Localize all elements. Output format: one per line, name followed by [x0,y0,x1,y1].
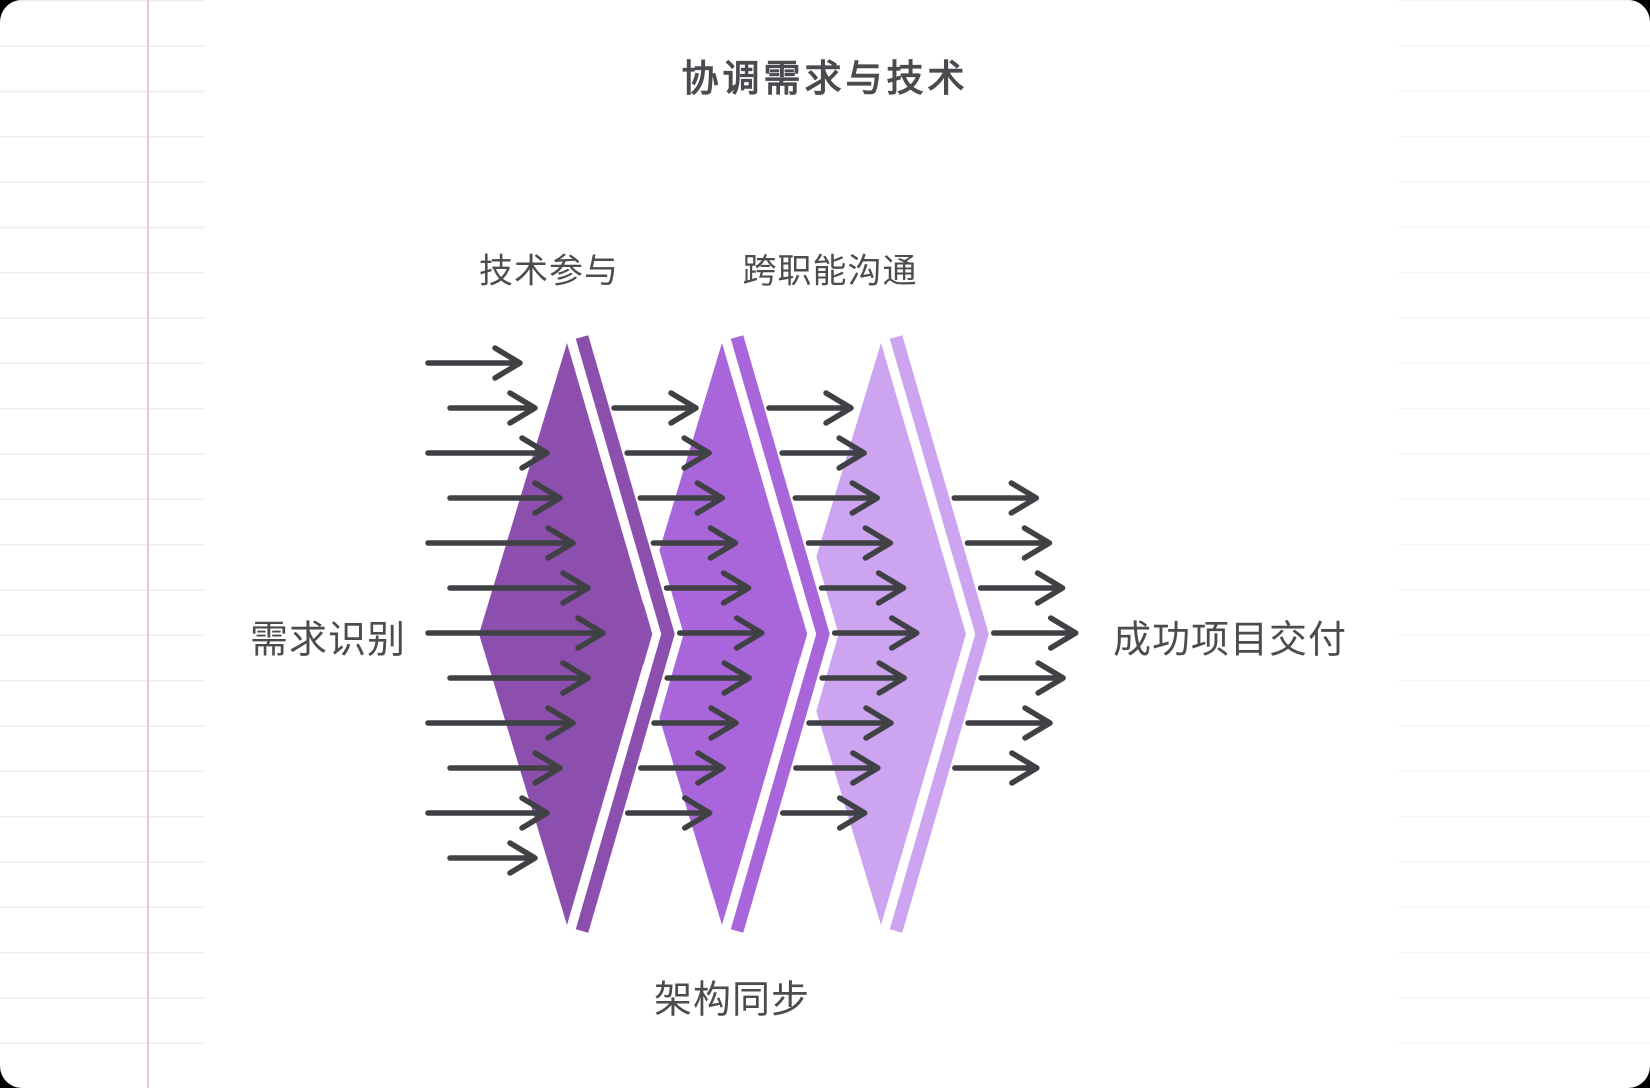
transfer-arrow [637,480,726,516]
flow-arrows [425,345,1079,876]
transfer-arrow [650,525,739,561]
label-successful-project-delivery: 成功项目交付 [1112,617,1348,662]
transfer-arrow [806,705,894,741]
transfer-arrow [793,750,881,786]
label-requirement-identification: 需求识别 [249,617,407,662]
output-arrow [990,615,1079,651]
ruled-paper-right [1398,0,1650,1088]
transfer-arrow [651,705,739,741]
label-cross-functional-communication: 跨职能沟通 [742,251,918,292]
output-arrow [952,750,1040,786]
label-architecture-sync: 架构同步 [653,977,811,1022]
input-arrow [447,390,538,426]
output-arrow [978,660,1066,696]
input-arrow [425,795,550,831]
transfer-arrow [624,795,713,831]
input-arrow [447,480,563,516]
input-arrow [447,660,591,696]
transfer-arrow [805,525,894,561]
transfer-arrow [664,660,752,696]
transfer-arrow [818,570,907,606]
transfer-arrow [663,570,752,606]
output-arrow [964,525,1053,561]
diamond-sliver [730,335,830,933]
transfer-arrow [779,795,868,831]
ruled-paper-left [0,0,205,1088]
transfer-arrow [624,435,712,471]
transfer-arrow [779,435,867,471]
page-title: 协调需求与技术 [681,57,969,100]
input-arrow [447,840,538,876]
transfer-arrow [611,390,699,426]
transfer-arrow [831,615,920,651]
diamond-sliver [889,335,989,933]
input-arrow [425,435,550,471]
input-arrow [447,750,563,786]
input-arrow [425,525,576,561]
input-arrow [425,705,576,741]
transfer-arrow [766,390,854,426]
diamond-sliver [575,335,675,933]
output-arrow [977,570,1066,606]
input-arrow [447,570,591,606]
transfer-arrow [792,480,881,516]
output-arrow [951,480,1040,516]
output-arrow [965,705,1053,741]
transfer-arrow [676,615,765,651]
transfer-arrow [638,750,726,786]
input-arrow [425,615,606,651]
transfer-arrow [819,660,907,696]
label-technical-participation: 技术参与 [479,251,619,292]
input-arrow [425,345,523,381]
